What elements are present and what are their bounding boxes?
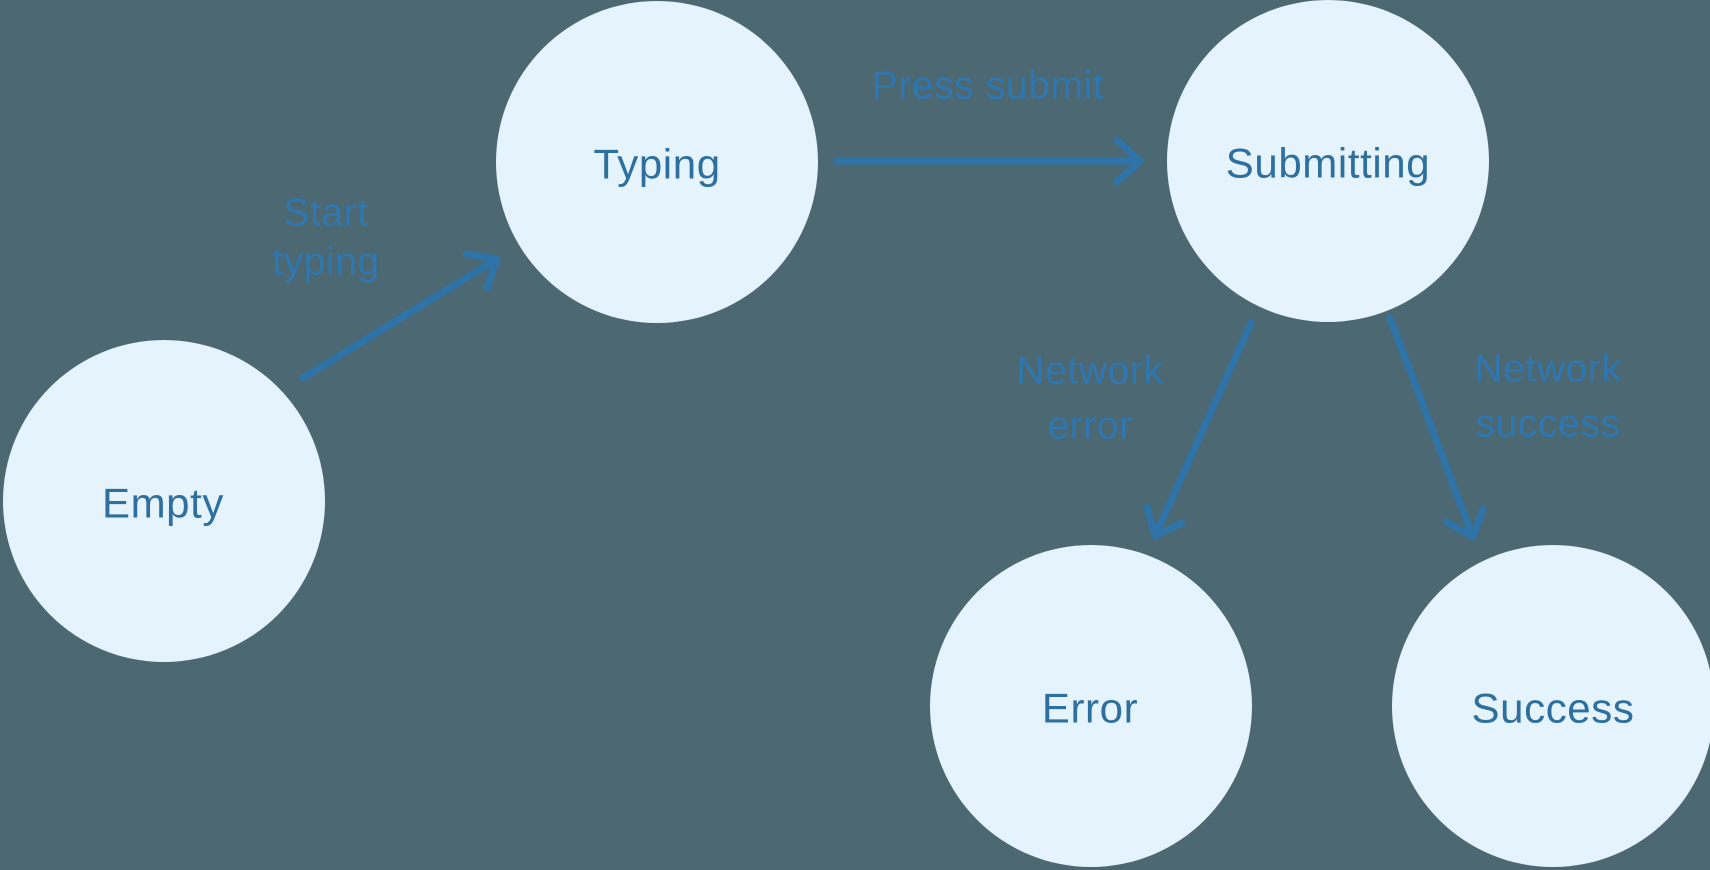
node-empty: Empty [3, 340, 325, 662]
node-typing: Typing [496, 1, 818, 323]
edge-network-success: Network success [1386, 314, 1621, 541]
edge-network-error: Network error [1016, 319, 1255, 540]
edge-start-typing: Start typing [272, 192, 501, 382]
edge-press-submit-arrowhead-icon [1113, 136, 1144, 186]
edge-network-success-arrowhead-icon [1443, 505, 1487, 541]
edge-start-typing-arrowhead-icon [462, 250, 501, 292]
edge-network-success-label-line2: success [1475, 403, 1620, 446]
edge-network-error-line [1151, 319, 1255, 540]
node-typing-circle [496, 1, 818, 323]
edge-press-submit: Press submit [833, 65, 1144, 186]
node-success-circle [1392, 545, 1710, 867]
edge-press-submit-label: Press submit [872, 65, 1105, 108]
edge-network-error-label-line1: Network [1016, 350, 1163, 393]
edge-start-typing-line [299, 255, 501, 382]
node-empty-label: Empty [102, 480, 224, 527]
node-error-circle [930, 545, 1252, 867]
edge-network-success-label-line1: Network [1474, 348, 1621, 391]
node-success: Success [1392, 545, 1710, 867]
node-success-label: Success [1472, 685, 1635, 732]
node-empty-circle [3, 340, 325, 662]
node-submitting-circle [1167, 0, 1489, 322]
node-typing-label: Typing [593, 141, 720, 188]
node-submitting-label: Submitting [1226, 140, 1430, 187]
edge-network-error-label-line2: error [1047, 405, 1132, 448]
edge-network-success-line [1386, 314, 1477, 541]
edge-network-error-arrowhead-icon [1143, 503, 1186, 540]
edge-start-typing-label-line1: Start [283, 192, 368, 235]
node-error: Error [930, 545, 1252, 867]
edge-start-typing-label-line2: typing [272, 241, 380, 284]
node-submitting: Submitting [1167, 0, 1489, 322]
node-error-label: Error [1042, 685, 1138, 732]
